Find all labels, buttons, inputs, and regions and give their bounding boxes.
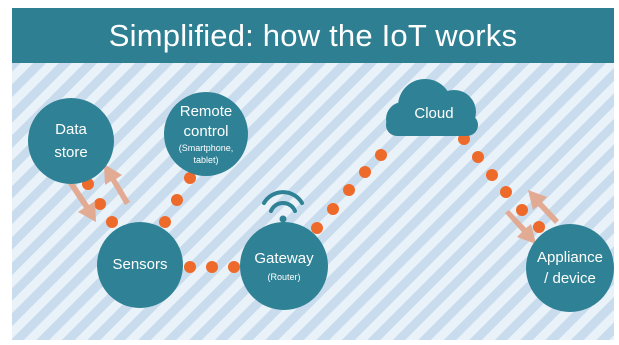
diagram-canvas xyxy=(68,79,559,273)
connector-cloud-appliance xyxy=(458,133,545,233)
data-store-line1: Data xyxy=(55,120,87,138)
connector-dot xyxy=(516,204,528,216)
connector-dot xyxy=(184,172,196,184)
cloud-label: Cloud xyxy=(414,105,454,122)
slide-title: Simplified: how the IoT works xyxy=(12,8,614,63)
connector-dot xyxy=(184,261,196,273)
remote-control-sub1: (Smartphone, xyxy=(178,143,234,154)
sensors-node: Sensors xyxy=(97,222,183,308)
connector-dot xyxy=(206,261,218,273)
connector-dot xyxy=(311,222,323,234)
iot-slide: Simplified: how the IoT works xyxy=(12,8,614,340)
cloud-icon xyxy=(386,79,478,136)
connector-dot xyxy=(94,198,106,210)
appliance-line2: / device xyxy=(544,270,596,287)
data-store-node: Data store xyxy=(28,98,114,184)
gateway-node: Gateway (Router) xyxy=(240,222,328,310)
connector-dot xyxy=(375,149,387,161)
wifi-icon xyxy=(262,190,304,223)
remote-control-node: Remote control (Smartphone, tablet) xyxy=(164,92,248,176)
connector-sensors-gateway xyxy=(184,261,240,273)
connector-remote-sensors xyxy=(159,172,196,228)
connector-dot xyxy=(343,184,355,196)
data-store-line2: store xyxy=(54,144,88,161)
connector-dot xyxy=(359,166,371,178)
connector-dot xyxy=(533,221,545,233)
appliance-node: Appliance / device xyxy=(526,224,614,312)
connector-gateway-cloud xyxy=(311,149,387,234)
connector-dot xyxy=(159,216,171,228)
sensors-label: Sensors xyxy=(112,256,168,274)
connector-dot xyxy=(106,216,118,228)
gateway-sub: (Router) xyxy=(267,271,301,282)
data-flow-arrows-left xyxy=(68,164,130,222)
gateway-label: Gateway xyxy=(254,249,314,267)
connector-dot xyxy=(472,151,484,163)
connector-dot xyxy=(171,194,183,206)
appliance-line1: Appliance xyxy=(537,248,603,266)
connector-dot xyxy=(500,186,512,198)
remote-control-sub2: tablet) xyxy=(193,154,219,165)
connector-dot xyxy=(228,261,240,273)
remote-control-line1: Remote xyxy=(179,102,233,120)
connector-dot xyxy=(327,203,339,215)
remote-control-line2: control xyxy=(183,123,229,141)
data-flow-arrows-right xyxy=(505,190,559,244)
connector-dot xyxy=(486,169,498,181)
